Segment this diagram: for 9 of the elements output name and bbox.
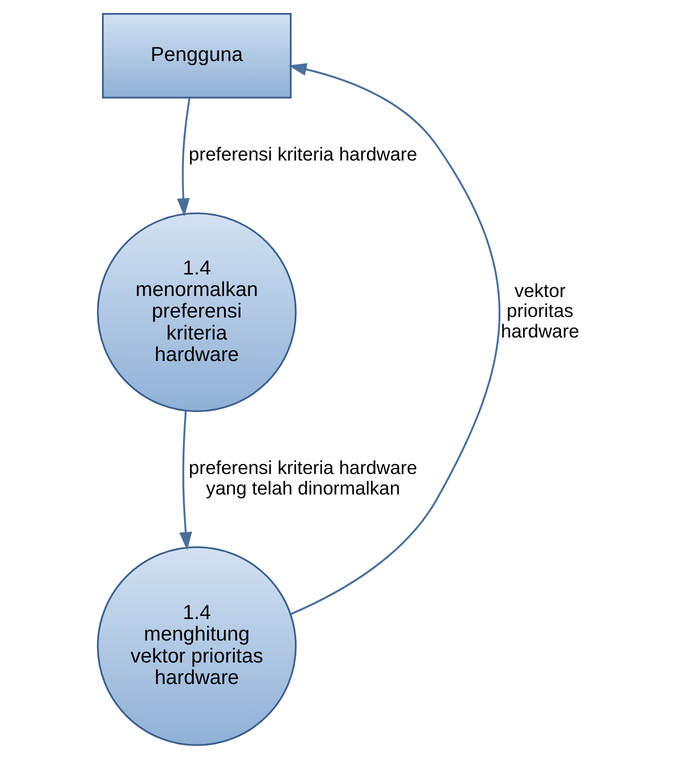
edge-label: preferensi kriteria hardware (188, 143, 418, 164)
node-circle: 1.4 menormalkan preferensi kriteria hardware (96, 212, 297, 412)
arrow (288, 63, 500, 615)
edge-label: preferensi kriteria hardware yang telah dinormalkan (188, 457, 418, 498)
arrow (179, 410, 192, 550)
edge-label: vektor prioritas hardware (500, 280, 580, 342)
node-box: Pengguna (102, 12, 292, 99)
arrow (176, 98, 190, 217)
node-circle: 1.4 menghitung vektor prioritas hardware (96, 546, 297, 746)
